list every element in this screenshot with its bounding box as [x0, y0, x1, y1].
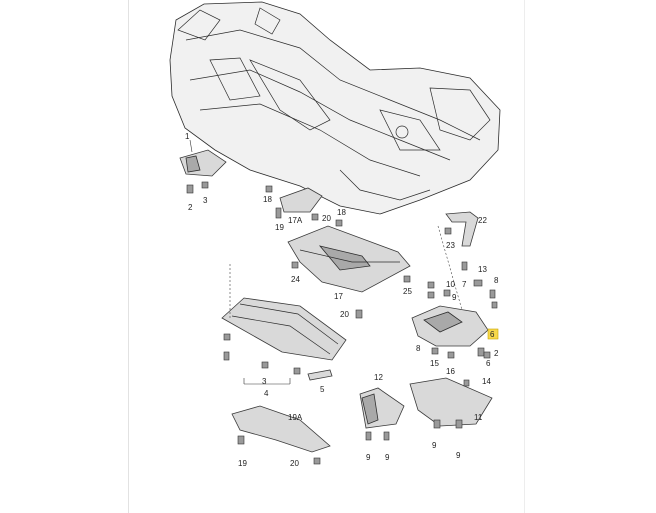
callout-9: 9 — [452, 293, 457, 302]
part-17A[interactable]: 18 17A 19 20 — [263, 185, 331, 232]
callout-9c: 9 — [456, 451, 461, 460]
callout-19A: 19A — [288, 413, 303, 422]
callout-19b: 19 — [238, 459, 247, 468]
callout-17A: 17A — [288, 216, 303, 225]
callout-1: 1 — [185, 132, 190, 141]
callout-14: 14 — [482, 377, 491, 386]
callout-6: 6 — [490, 330, 495, 339]
bracket-22[interactable]: 22 23 — [444, 211, 487, 250]
part-1[interactable]: 1 — [179, 132, 227, 177]
callout-24: 24 — [291, 275, 300, 284]
callout-25: 25 — [403, 287, 412, 296]
part-11-rear-panel[interactable]: 14 11 9 9 — [409, 377, 493, 460]
callout-9d: 9 — [366, 453, 371, 462]
callout-9e: 9 — [385, 453, 390, 462]
callout-10: 10 — [446, 280, 455, 289]
part-6-rear-guard[interactable]: 6 8 15 16 2 6 — [411, 305, 499, 376]
callout-20c: 20 — [290, 459, 299, 468]
part-4-floor-panel[interactable]: 3 4 5 — [221, 264, 347, 398]
fasteners-right-cluster: 13 10 7 8 9 — [427, 225, 499, 311]
callout-15: 15 — [430, 359, 439, 368]
callout-18b: 18 — [337, 208, 346, 217]
clip-18: 18 — [335, 208, 346, 227]
part-19A[interactable]: 19A 19 20 — [231, 405, 331, 468]
callout-2: 2 — [188, 203, 193, 212]
callout-17: 17 — [334, 292, 343, 301]
right-divider — [524, 0, 525, 513]
callout-19: 19 — [275, 223, 284, 232]
vehicle-underbody — [169, 1, 501, 215]
bolt-20: 20 — [340, 309, 363, 319]
callout-23: 23 — [446, 241, 455, 250]
callout-2b: 2 — [494, 349, 499, 358]
callout-20: 20 — [322, 214, 331, 223]
highlight-callout[interactable] — [487, 328, 499, 340]
callout-16: 16 — [446, 367, 455, 376]
callout-20b: 20 — [340, 310, 349, 319]
callout-8b: 8 — [416, 344, 421, 353]
callout-9b: 9 — [432, 441, 437, 450]
callout-12: 12 — [374, 373, 383, 382]
callout-3b: 3 — [262, 377, 267, 386]
part-12[interactable]: 12 9 9 — [359, 373, 405, 462]
left-divider — [128, 0, 129, 513]
callout-8: 8 — [494, 276, 499, 285]
callout-22: 22 — [478, 216, 487, 225]
callout-3: 3 — [203, 196, 208, 205]
fasteners-2-3: 2 3 — [186, 181, 209, 212]
callout-5: 5 — [320, 385, 325, 394]
callout-11: 11 — [474, 413, 483, 422]
callout-18: 18 — [263, 195, 272, 204]
callout-13: 13 — [478, 265, 487, 274]
callout-4: 4 — [264, 389, 269, 398]
part-17-centre-panel[interactable]: 24 17 25 — [287, 225, 412, 301]
callout-6b: 6 — [486, 359, 491, 368]
callout-7: 7 — [462, 280, 467, 289]
